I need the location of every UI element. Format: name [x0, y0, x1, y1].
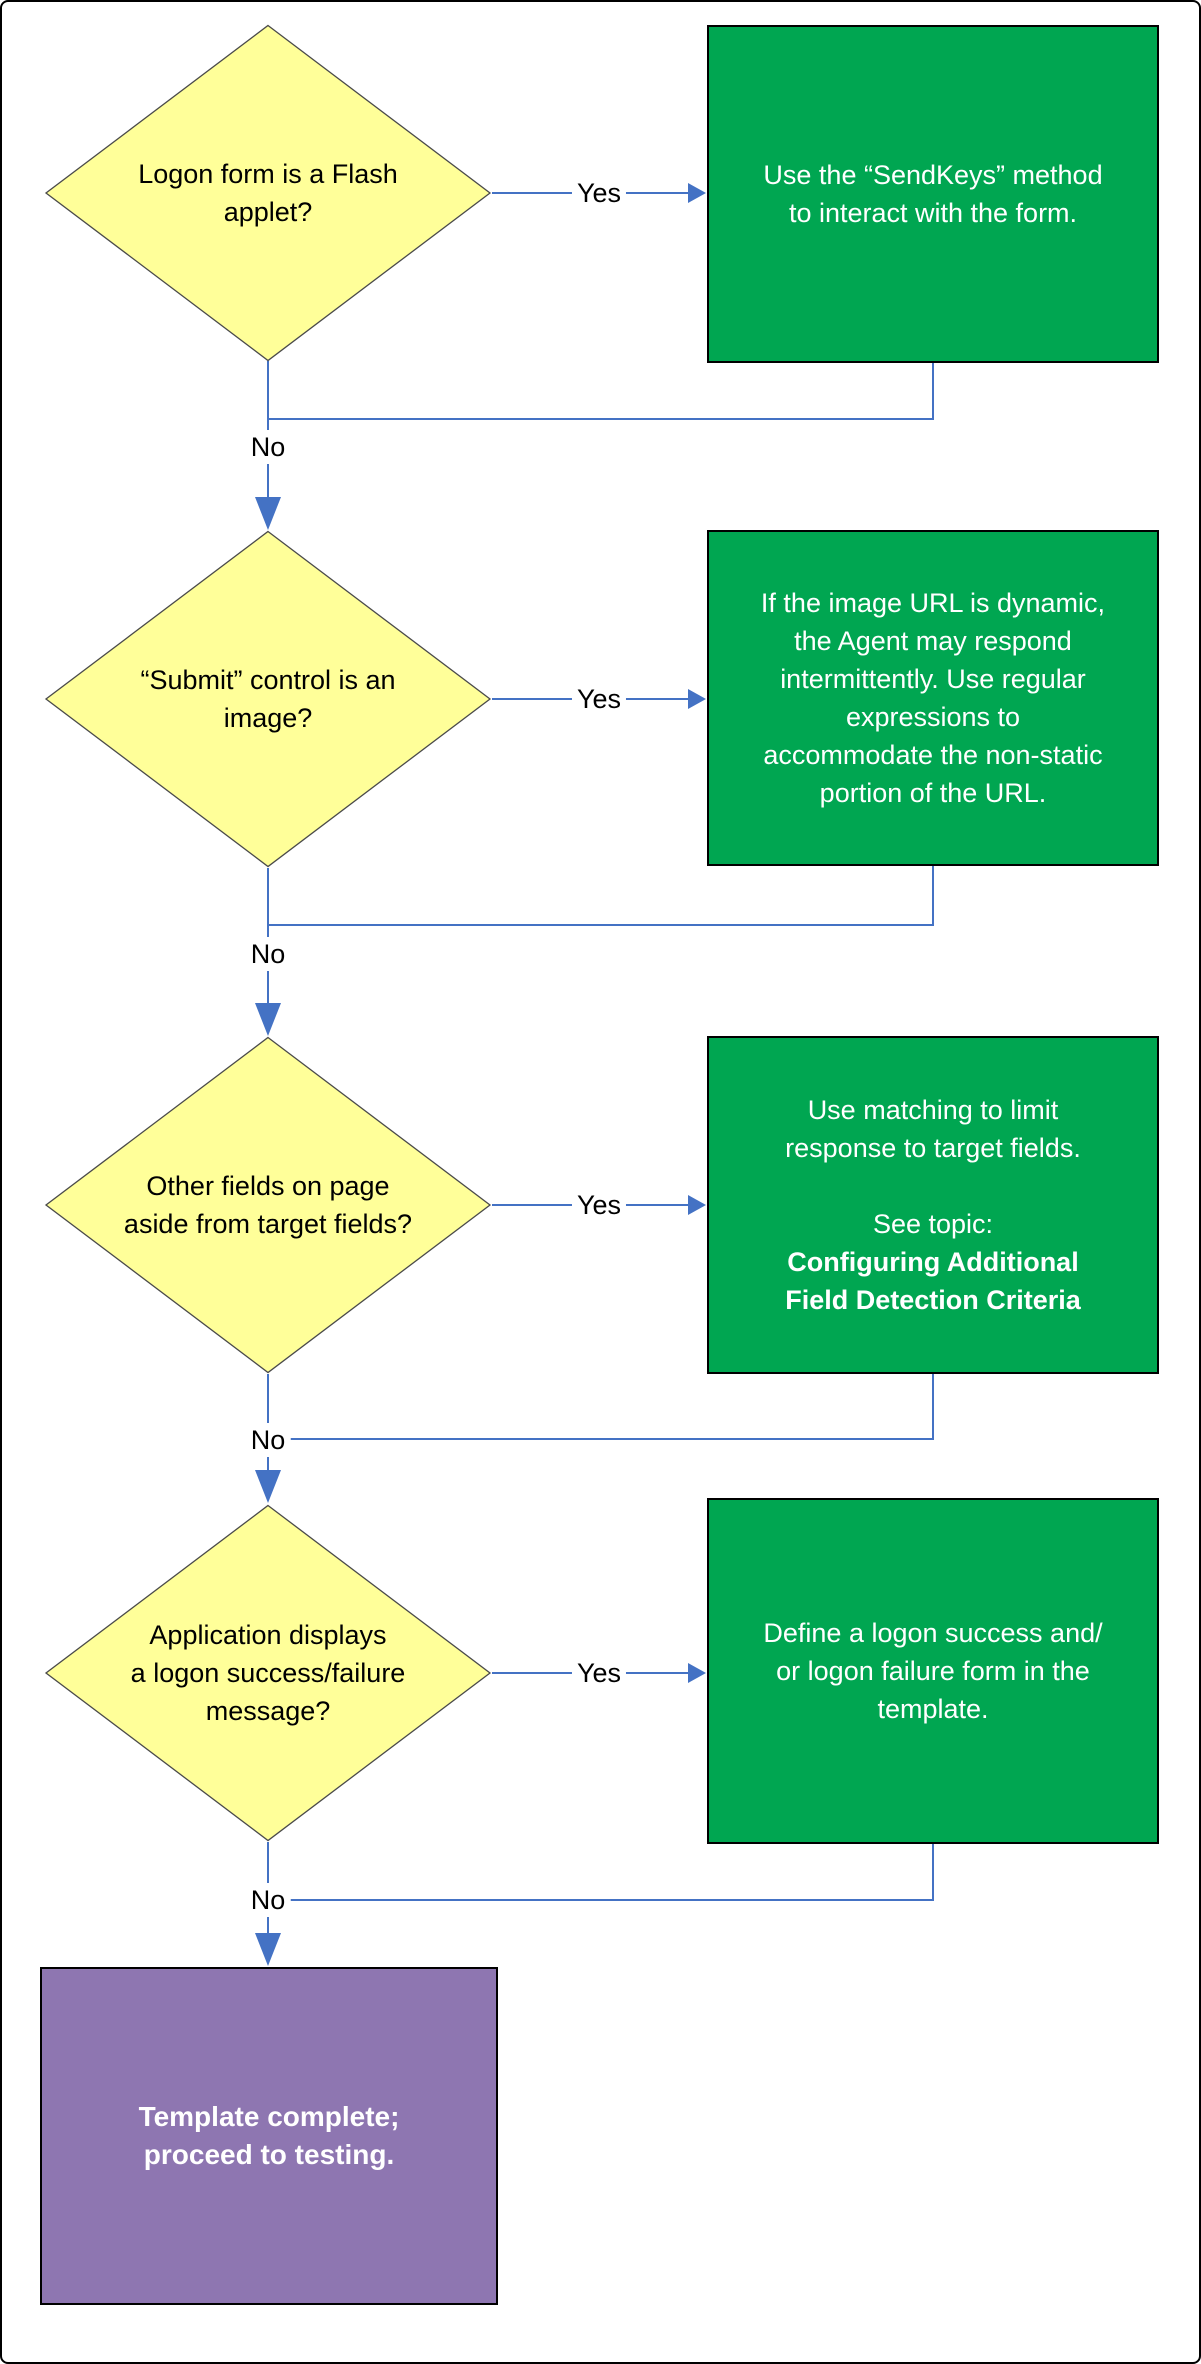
action-dynamic-url: If the image URL is dynamic, the Agent m…	[707, 530, 1159, 866]
action-text: If the image URL is dynamic, the Agent m…	[760, 588, 1106, 808]
see-topic-label: See topic:	[872, 1209, 994, 1239]
action-logon-forms: Define a logon success and/ or logon fai…	[707, 1498, 1159, 1844]
action-field-matching: Use matching to limit response to target…	[707, 1036, 1159, 1374]
decision-text: Logon form is a Flash applet?	[138, 159, 398, 227]
yes-label: Yes	[571, 1188, 627, 1222]
decision-other-fields: Other fields on page aside from target f…	[44, 1036, 492, 1374]
terminal-template-complete: Template complete; proceed to testing.	[40, 1967, 498, 2305]
yes-label: Yes	[571, 1656, 627, 1690]
decision-text: “Submit” control is an image?	[140, 665, 396, 733]
diamond-shape	[44, 1036, 492, 1374]
see-topic-block: See topic: Configuring Additional Field …	[785, 1205, 1081, 1319]
terminal-text: Template complete; proceed to testing.	[138, 2101, 400, 2170]
diamond-shape	[44, 1504, 492, 1842]
yes-label: Yes	[571, 682, 627, 716]
action-text-main: Use matching to limit response to target…	[785, 1095, 1081, 1163]
topic-reference: Configuring Additional Field Detection C…	[785, 1247, 1081, 1315]
diamond-shape	[44, 530, 492, 868]
no-label: No	[245, 430, 291, 464]
no-label: No	[245, 1423, 291, 1457]
action-text: Define a logon success and/ or logon fai…	[763, 1618, 1103, 1724]
yes-label: Yes	[571, 176, 627, 210]
decision-submit-image: “Submit” control is an image?	[44, 530, 492, 868]
diamond-shape	[44, 24, 492, 362]
decision-flash-applet: Logon form is a Flash applet?	[44, 24, 492, 362]
decision-text: Other fields on page aside from target f…	[123, 1171, 413, 1239]
decision-text: Application displays a logon success/fai…	[130, 1620, 406, 1726]
no-label: No	[245, 937, 291, 971]
no-label: No	[245, 1883, 291, 1917]
action-text: Use the “SendKeys” method to interact wi…	[763, 160, 1103, 228]
action-text: Use matching to limit response to target…	[709, 1038, 1157, 1372]
action-sendkeys: Use the “SendKeys” method to interact wi…	[707, 25, 1159, 363]
decision-logon-message: Application displays a logon success/fai…	[44, 1504, 492, 1842]
